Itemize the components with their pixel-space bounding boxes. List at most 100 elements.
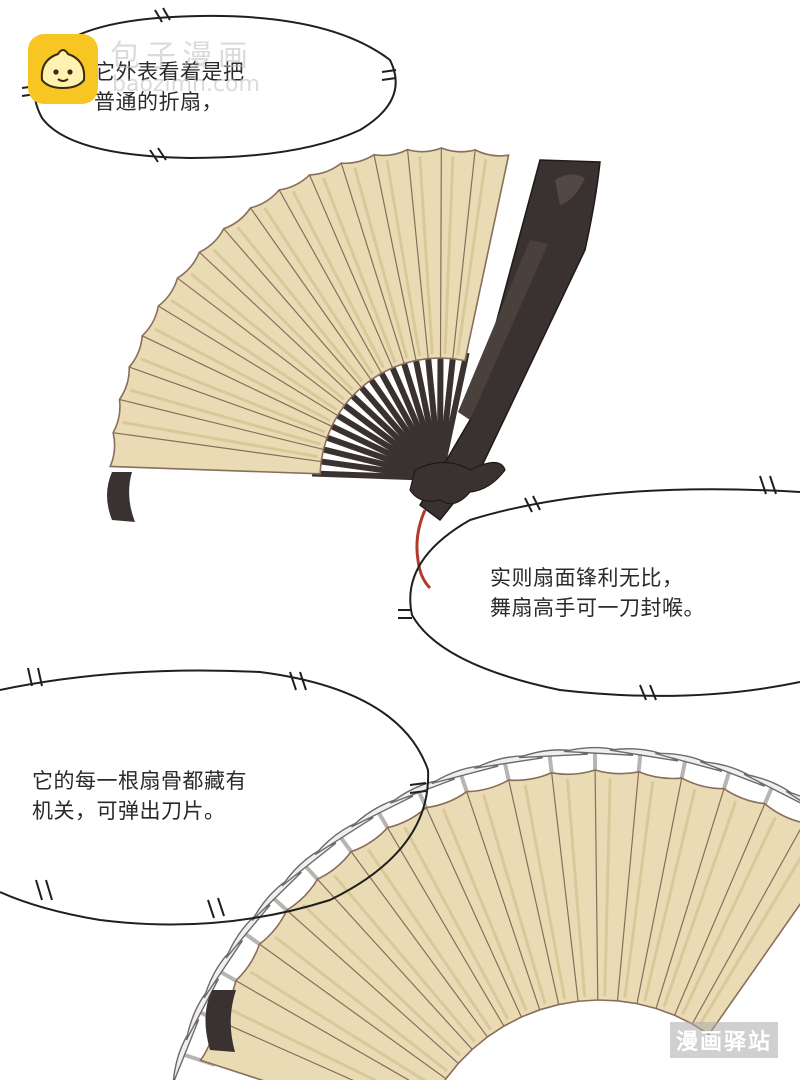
fan-fold-line — [508, 779, 560, 1005]
fan-fold-line — [286, 909, 459, 1064]
fan-rib — [314, 444, 430, 479]
blade-tip — [564, 746, 634, 756]
fan-rib — [411, 351, 441, 467]
fan-fold-shade — [456, 159, 488, 356]
blade-tip — [281, 842, 337, 887]
fan-rib — [323, 420, 431, 476]
blade-tip — [699, 760, 765, 787]
fan-fold-line — [198, 251, 353, 397]
blade-tip — [655, 752, 723, 773]
fan-fold-line — [387, 827, 505, 1027]
blade-tip — [225, 904, 271, 959]
fan-rib — [329, 408, 432, 475]
fan-fold-line — [129, 366, 328, 439]
watermark-site-url: baozimh.com — [112, 72, 260, 97]
watermark-text: 包子漫画 baozimh.com — [110, 41, 260, 97]
blade-tip — [351, 795, 414, 828]
fan-fold-shade — [236, 226, 364, 383]
speech-bubble-right — [409, 488, 800, 697]
fan-fold-line — [278, 189, 383, 374]
fan-fold-line — [350, 851, 488, 1038]
fan-rib — [353, 379, 435, 471]
blade-tip — [203, 940, 243, 999]
fan-fold-shade — [274, 935, 448, 1072]
fan-fold-shade — [332, 874, 476, 1043]
caption-left-line-1: 它的每一根扇骨都藏有 — [32, 769, 247, 793]
fan-fold-line — [551, 772, 579, 1002]
caption-right-line-1: 实则扇面锋利无比， — [490, 566, 684, 590]
caption-right: 实则扇面锋利无比， 舞扇高手可一刀封喉。 — [490, 563, 705, 623]
fan-fold-line — [113, 432, 322, 463]
blade-tip — [609, 748, 679, 762]
fan-rib — [438, 350, 457, 467]
fan-rib — [344, 388, 434, 472]
fan-fold-shade — [153, 327, 331, 422]
fan-fold-shade — [681, 816, 777, 1016]
blade-tip — [743, 773, 800, 804]
fan-fold-line — [466, 791, 541, 1011]
fan-rib — [424, 350, 442, 467]
caption-left: 它的每一根扇骨都藏有 机关，可弹出刀片。 — [32, 766, 247, 826]
fan-fold-line — [452, 149, 476, 359]
fan-rib — [439, 352, 470, 467]
speech-bubble-top — [33, 14, 397, 160]
caption-top-line-1: 它外表看着是把 — [94, 60, 245, 84]
fan-rib — [374, 364, 437, 469]
fan-fold-line — [616, 771, 640, 1001]
blade-tip — [251, 871, 302, 921]
fan-fold-shade — [482, 794, 547, 1005]
fan-fold-shade — [129, 388, 322, 446]
fan-fold-line — [141, 335, 332, 427]
fan-fold-shade — [443, 156, 455, 355]
caption-right-line-2: 舞扇高手可一刀封喉。 — [490, 596, 705, 620]
fan-fold-shade — [662, 800, 738, 1008]
fan-fold-shade — [353, 167, 409, 359]
fan-fold-shade — [229, 1007, 379, 1080]
caption-top-line-2: 普通的折扇， — [94, 90, 223, 114]
watermark-site-name: 包子漫画 — [110, 39, 254, 74]
fan-rib — [318, 432, 430, 477]
fan-fold-shade — [366, 848, 493, 1031]
blade-tip — [314, 816, 374, 856]
fan-fold-line — [674, 803, 766, 1016]
fan-fold-shade — [403, 826, 510, 1020]
fan-fold-shade — [249, 970, 427, 1080]
fan-fold-shade — [418, 156, 434, 355]
fan-rib — [364, 371, 436, 470]
blade-tip — [172, 1019, 200, 1080]
fan-fold-shade — [291, 190, 385, 369]
fan-fold-line — [406, 149, 429, 359]
fan-fold-line — [177, 277, 345, 406]
caption-top: 它外表看着是把 普通的折扇， — [94, 57, 245, 117]
fan-fold-shade — [603, 778, 612, 997]
fan-fold-line — [249, 207, 372, 381]
fan-fold-shade — [643, 788, 697, 1002]
fan-fold-line — [594, 770, 599, 1001]
fan-fold-shade — [523, 784, 567, 1000]
fan-fold-shade — [122, 420, 319, 459]
bun-mascot-icon — [28, 34, 98, 104]
fan-fold-line — [158, 305, 338, 416]
fan-fold-shade — [212, 248, 354, 392]
fan-fold-line — [223, 228, 362, 388]
fan-fold-shade — [565, 779, 587, 997]
fan-fold-shade — [699, 856, 800, 1025]
fan-rib — [312, 457, 429, 480]
fan-fold-line — [235, 980, 410, 1080]
site-watermark: 包子漫画 baozimh.com — [28, 34, 260, 104]
fan-rib — [311, 470, 429, 481]
fan-fold-line — [691, 828, 800, 1025]
fan-fold-line — [308, 174, 394, 369]
fan-fold-line — [215, 1018, 354, 1080]
fan-fold-line — [425, 807, 522, 1018]
blade-tip — [431, 764, 499, 785]
fan-fold-shade — [140, 357, 326, 434]
blade-tip — [785, 790, 800, 802]
fan-rib — [336, 398, 433, 474]
fan-fold-shade — [623, 781, 655, 998]
fan-fold-shade — [385, 160, 422, 356]
fan-fold-line — [259, 943, 447, 1080]
bladed-fan-illustration — [172, 746, 800, 1080]
